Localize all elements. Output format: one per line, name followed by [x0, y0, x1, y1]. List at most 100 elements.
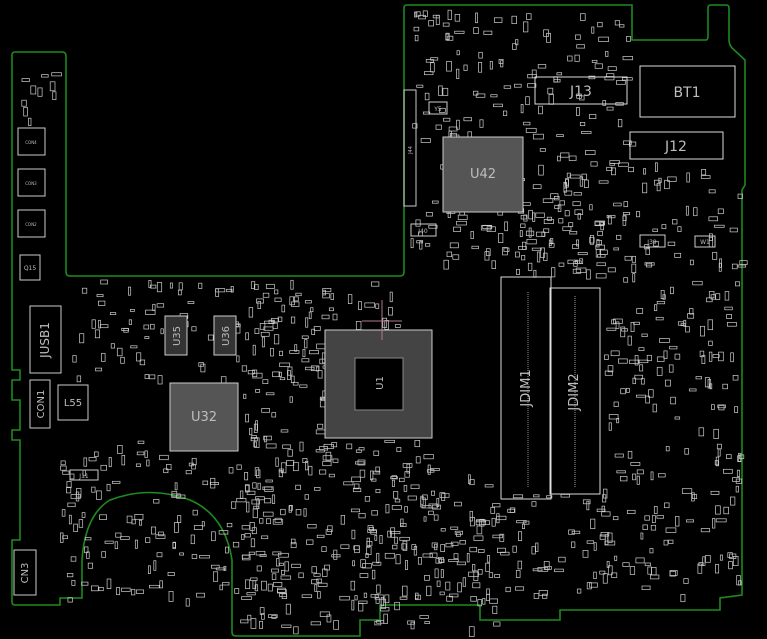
- passive-component: [521, 255, 526, 261]
- passive-component: [654, 304, 658, 312]
- passive-component: [515, 570, 521, 578]
- passive-component: [265, 392, 275, 396]
- component-u42[interactable]: U42: [442, 136, 524, 213]
- passive-component: [701, 355, 706, 364]
- passive-component: [489, 61, 493, 70]
- passive-component: [630, 462, 641, 466]
- component-j40[interactable]: J40: [410, 223, 437, 237]
- component-bt1[interactable]: BT1: [639, 65, 736, 118]
- passive-component: [656, 366, 663, 376]
- passive-component: [606, 215, 616, 219]
- passive-component: [698, 427, 705, 437]
- passive-component: [622, 562, 630, 567]
- passive-component: [607, 365, 614, 373]
- passive-component: [160, 328, 164, 335]
- passive-component: [62, 535, 68, 540]
- component-u32[interactable]: U32: [169, 382, 239, 452]
- passive-component: [353, 483, 360, 490]
- component-j44[interactable]: J44: [403, 89, 417, 207]
- passive-component: [209, 482, 219, 485]
- component-con2[interactable]: CON2: [17, 209, 46, 238]
- component-con4[interactable]: CON4: [17, 127, 46, 156]
- component-w1[interactable]: W1: [694, 235, 716, 248]
- passive-component: [308, 311, 312, 320]
- component-con1[interactable]: CON1: [29, 379, 51, 429]
- passive-component: [213, 571, 219, 582]
- passive-component: [419, 241, 423, 250]
- component-j12[interactable]: J12: [629, 131, 724, 160]
- passive-component: [556, 72, 563, 76]
- passive-component: [558, 218, 564, 224]
- passive-component: [407, 620, 415, 625]
- component-j11[interactable]: J11: [69, 469, 99, 481]
- passive-component: [414, 34, 419, 42]
- passive-component: [644, 262, 655, 266]
- passive-component: [252, 372, 263, 379]
- passive-component: [516, 520, 527, 524]
- passive-component: [191, 457, 197, 466]
- passive-component: [439, 492, 446, 498]
- passive-component: [375, 489, 381, 494]
- component-j39[interactable]: J39: [639, 234, 666, 248]
- component-u36[interactable]: U36: [213, 315, 237, 356]
- passive-component: [252, 344, 256, 356]
- component-jusb1[interactable]: JUSB1: [29, 305, 62, 374]
- component-q15[interactable]: Q15: [19, 254, 41, 281]
- passive-component: [503, 247, 510, 252]
- passive-component: [49, 81, 56, 92]
- passive-component: [604, 354, 609, 360]
- passive-component: [728, 561, 733, 570]
- passive-component: [735, 485, 739, 493]
- component-jdim1[interactable]: JDIM1: [500, 276, 552, 500]
- passive-component: [355, 461, 365, 465]
- passive-component: [589, 582, 598, 588]
- passive-component: [737, 193, 743, 199]
- passive-component: [255, 496, 265, 501]
- component-j13[interactable]: J13: [534, 76, 628, 105]
- passive-component: [66, 481, 72, 488]
- passive-component: [371, 281, 380, 287]
- passive-component: [625, 387, 630, 393]
- passive-component: [272, 519, 284, 525]
- passive-component: [218, 530, 229, 535]
- component-jdim2[interactable]: JDIM2: [549, 287, 601, 495]
- passive-component: [431, 542, 438, 548]
- component-con3[interactable]: CON3: [17, 168, 46, 197]
- component-l55[interactable]: L55: [57, 384, 89, 421]
- passive-component: [523, 121, 531, 126]
- passive-component: [569, 174, 581, 179]
- passive-component: [278, 371, 282, 377]
- passive-component: [602, 573, 608, 584]
- passive-component: [656, 356, 665, 362]
- passive-component: [340, 544, 350, 549]
- passive-component: [410, 484, 420, 489]
- passive-component: [612, 516, 619, 521]
- passive-component: [468, 626, 475, 637]
- passive-component: [484, 251, 490, 261]
- passive-component: [152, 303, 156, 311]
- component-cn3[interactable]: CN3: [13, 549, 37, 596]
- passive-component: [568, 155, 577, 161]
- component-u35[interactable]: U35: [164, 315, 188, 356]
- passive-component: [131, 588, 136, 596]
- passive-component: [96, 294, 104, 298]
- passive-component: [328, 307, 334, 312]
- component-u1[interactable]: U1: [324, 329, 433, 439]
- passive-component: [503, 85, 512, 89]
- passive-component: [644, 515, 650, 521]
- passive-component: [150, 323, 155, 330]
- passive-component: [207, 334, 214, 341]
- passive-component: [317, 423, 324, 429]
- passive-component: [354, 545, 360, 554]
- passive-component: [536, 251, 541, 263]
- passive-component: [446, 35, 454, 41]
- passive-component: [622, 215, 627, 221]
- passive-component: [250, 577, 258, 581]
- passive-component: [716, 443, 722, 450]
- passive-component: [416, 240, 424, 244]
- passive-component: [246, 592, 256, 596]
- component-y5[interactable]: Y5: [428, 101, 448, 115]
- passive-component: [244, 533, 251, 538]
- passive-component: [576, 588, 582, 594]
